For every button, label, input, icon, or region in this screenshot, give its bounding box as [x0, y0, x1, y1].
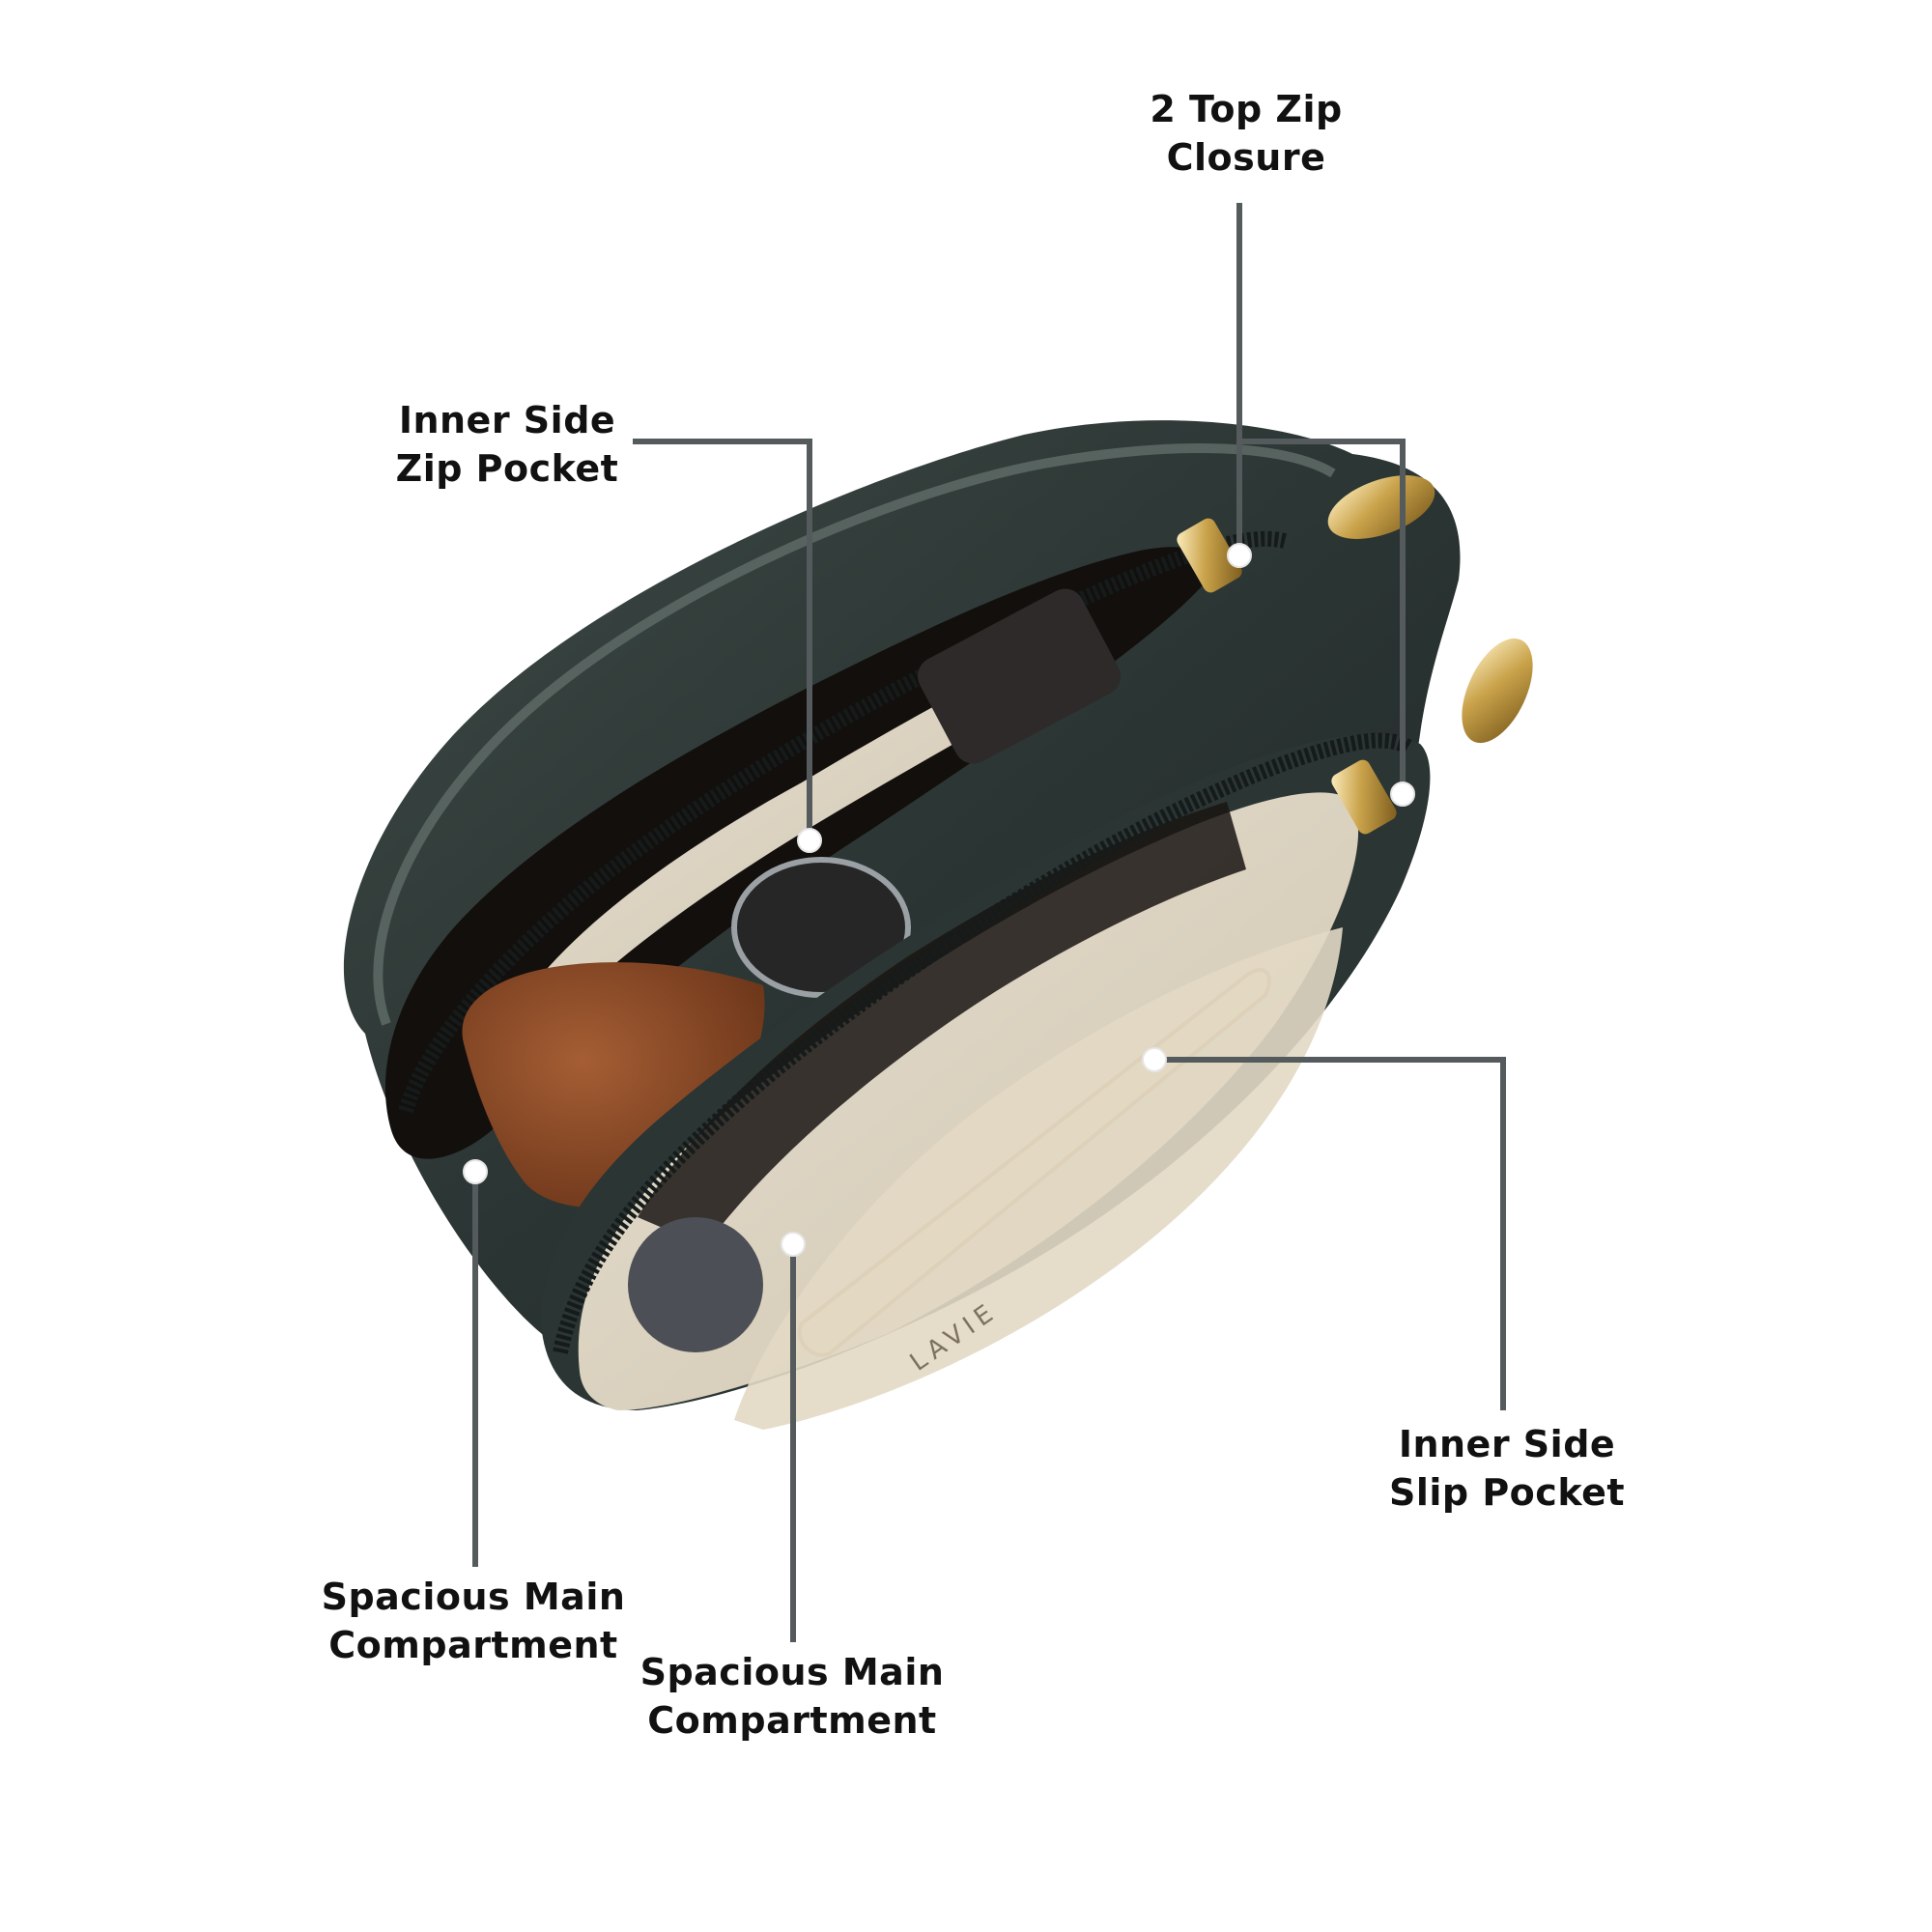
leader-slip-pocket-dot	[1142, 1047, 1167, 1072]
leader-slip-pocket	[1154, 1057, 1506, 1410]
label-inner-zip-line1: Inner Side	[398, 399, 616, 441]
callout-dots	[463, 543, 1415, 1257]
slip-pocket-flap	[734, 927, 1343, 1430]
handbag-illustration: LAVIE	[343, 420, 1533, 1430]
leader-lines	[472, 203, 1506, 1642]
leader-main-center-dot	[781, 1232, 806, 1257]
zipper-pull-front	[1331, 638, 1533, 835]
leader-top-zip-b-dot	[1390, 781, 1415, 807]
zipper-pull-top	[1177, 475, 1435, 593]
label-inner-slip-pocket: Inner Side Slip Pocket	[1333, 1420, 1681, 1517]
front-compartment-lining	[578, 792, 1359, 1410]
front-interior-shadow	[638, 802, 1246, 1246]
label-top-zip-line2: Closure	[1166, 136, 1326, 179]
back-zipper-track	[398, 530, 1287, 1114]
label-main-center-line2: Compartment	[647, 1699, 937, 1742]
label-top-zip-closure: 2 Top Zip Closure	[1072, 85, 1420, 182]
label-slip-pocket-line1: Inner Side	[1398, 1423, 1616, 1465]
label-top-zip-line1: 2 Top Zip	[1150, 88, 1343, 130]
label-inner-zip-line2: Zip Pocket	[395, 447, 619, 490]
front-round-jar	[628, 1217, 763, 1352]
leader-inner-zip-dot	[797, 828, 822, 853]
label-slip-pocket-line2: Slip Pocket	[1388, 1471, 1626, 1514]
label-main-left-line2: Compartment	[328, 1624, 618, 1666]
leader-top-zip-dot	[1227, 543, 1252, 568]
label-main-center-line1: Spacious Main	[639, 1651, 945, 1693]
label-main-compartment-left: Spacious Main Compartment	[290, 1573, 657, 1669]
label-inner-zip-pocket: Inner Side Zip Pocket	[348, 396, 667, 493]
leader-top-zip-b	[1239, 439, 1406, 794]
back-dark-bottle	[918, 588, 1121, 764]
leader-inner-zip	[633, 439, 812, 840]
front-zipper-track	[553, 732, 1415, 1354]
label-main-compartment-center: Spacious Main Compartment	[609, 1648, 976, 1745]
bag-rim	[373, 443, 1336, 1026]
leader-main-left-dot	[463, 1159, 488, 1184]
label-main-left-line1: Spacious Main	[321, 1576, 626, 1618]
